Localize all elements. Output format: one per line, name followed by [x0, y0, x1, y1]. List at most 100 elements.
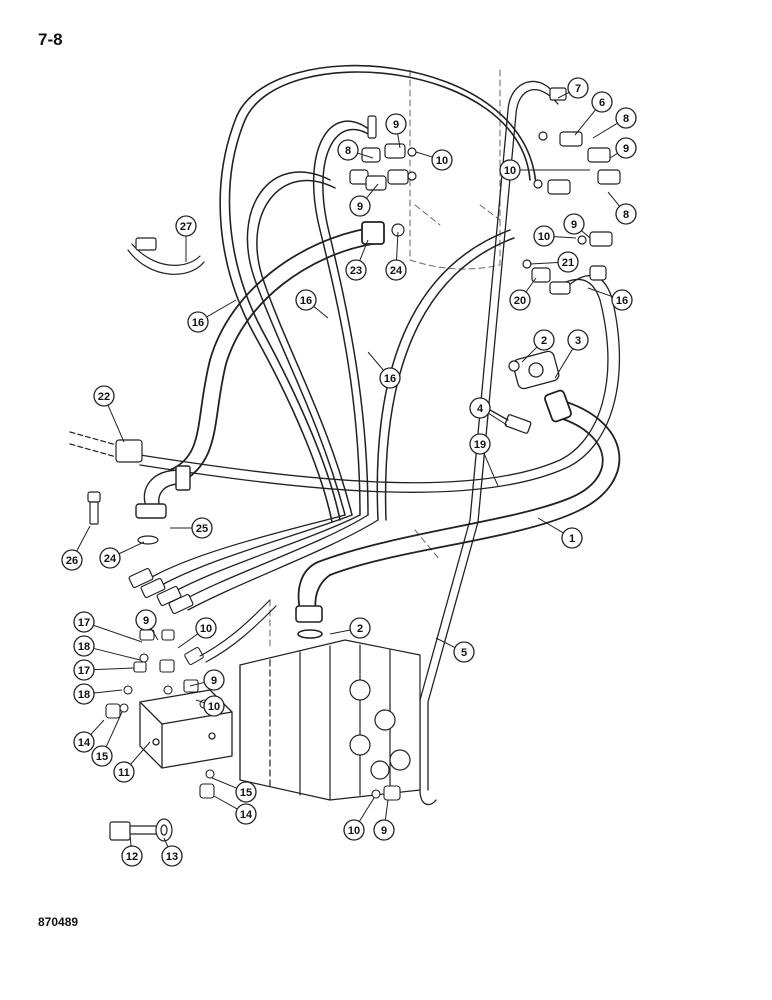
callout-number: 11 — [118, 767, 130, 779]
callout-number: 23 — [350, 265, 362, 277]
callout-15: 15 — [91, 711, 123, 767]
callout-16: 16 — [295, 289, 329, 319]
callout-9: 9 — [349, 183, 379, 217]
callout-balloon — [191, 517, 213, 539]
callout-leader — [415, 151, 433, 158]
callout-balloon — [611, 289, 633, 311]
callout-leader — [529, 262, 559, 265]
callout-1: 1 — [537, 517, 583, 549]
callout-number: 14 — [78, 737, 91, 749]
callout-number: 10 — [208, 701, 220, 713]
callout-number: 18 — [78, 689, 90, 701]
callout-balloon — [195, 617, 217, 639]
callout-balloon — [235, 781, 257, 803]
callout-number: 25 — [196, 523, 208, 535]
callout-balloon — [499, 159, 521, 181]
callout-number: 17 — [78, 665, 90, 677]
callout-balloon — [99, 547, 121, 569]
callout-balloon — [561, 527, 583, 549]
tank-outline — [269, 69, 501, 651]
fittings-top-right — [508, 87, 621, 372]
hose-23 — [169, 221, 385, 485]
callout-number: 1 — [569, 533, 575, 545]
callout-number: 10 — [348, 825, 360, 837]
callout-balloon — [61, 549, 83, 571]
callout-number: 10 — [504, 165, 516, 177]
callout-balloon — [91, 745, 113, 767]
callout-leader — [488, 412, 508, 426]
callout-leader — [93, 624, 143, 643]
callout-19: 19 — [469, 433, 499, 487]
callout-leader — [195, 699, 205, 704]
callout-balloon — [563, 213, 585, 235]
callout-balloon — [295, 289, 317, 311]
callout-leader — [150, 628, 159, 641]
callout-leader — [557, 92, 570, 99]
callout-balloon — [453, 641, 475, 663]
callout-18: 18 — [73, 635, 141, 661]
callout-leader — [90, 719, 105, 735]
callout-7: 7 — [557, 77, 589, 99]
callout-leader — [607, 191, 621, 207]
callout-number: 9 — [393, 119, 399, 131]
callout-24: 24 — [99, 541, 145, 569]
callout-number: 13 — [166, 851, 178, 863]
callout-balloon — [73, 683, 95, 705]
callout-balloon — [203, 695, 225, 717]
callout-leader — [130, 741, 151, 765]
callout-number: 8 — [623, 113, 629, 125]
callout-balloon — [385, 113, 407, 135]
callout-balloon — [235, 803, 257, 825]
callout-25: 25 — [170, 517, 213, 539]
callout-number: 16 — [616, 295, 628, 307]
callout-number: 24 — [104, 553, 117, 565]
callout-number: 9 — [357, 201, 363, 213]
callout-4: 4 — [469, 397, 508, 426]
callout-8: 8 — [592, 107, 637, 139]
callout-9: 9 — [385, 113, 407, 149]
callout-8: 8 — [337, 139, 374, 161]
callout-number: 27 — [180, 221, 192, 233]
callout-balloon — [469, 397, 491, 419]
callout-number: 18 — [78, 641, 90, 653]
callout-balloon — [135, 609, 157, 631]
callout-leader — [163, 837, 169, 848]
callout-number: 15 — [240, 787, 252, 799]
callout-balloon — [73, 611, 95, 633]
oring-24-lower — [137, 535, 159, 545]
callout-23: 23 — [345, 239, 369, 281]
callout-balloon — [345, 259, 367, 281]
callout-10: 10 — [195, 695, 225, 717]
callout-18: 18 — [73, 683, 123, 705]
callout-10: 10 — [499, 159, 590, 181]
callout-leader — [313, 305, 329, 319]
callout-10: 10 — [533, 225, 577, 247]
callout-leader — [329, 629, 351, 635]
callout-20: 20 — [509, 277, 537, 311]
callout-leader — [105, 711, 123, 748]
callout-24: 24 — [385, 231, 407, 281]
callout-balloon — [431, 149, 453, 171]
callout-22: 22 — [93, 385, 125, 443]
callout-number: 5 — [461, 647, 467, 659]
callout-number: 10 — [436, 155, 448, 167]
callout-number: 10 — [538, 231, 550, 243]
callout-2: 2 — [329, 617, 371, 639]
callout-number: 4 — [477, 403, 484, 415]
callout-balloon — [615, 107, 637, 129]
callout-14: 14 — [213, 795, 257, 825]
callout-16: 16 — [587, 287, 633, 311]
callout-number: 16 — [384, 373, 396, 385]
callout-15: 15 — [211, 777, 257, 803]
hose-outer-loop — [219, 64, 537, 523]
callout-number: 14 — [240, 809, 253, 821]
page-number: 7-8 — [38, 30, 63, 49]
callout-number: 9 — [381, 825, 387, 837]
callout-27: 27 — [175, 215, 197, 262]
callout-leader — [189, 681, 205, 687]
callout-number: 9 — [623, 143, 629, 155]
callout-leader — [357, 152, 374, 159]
callout-balloon — [93, 385, 115, 407]
